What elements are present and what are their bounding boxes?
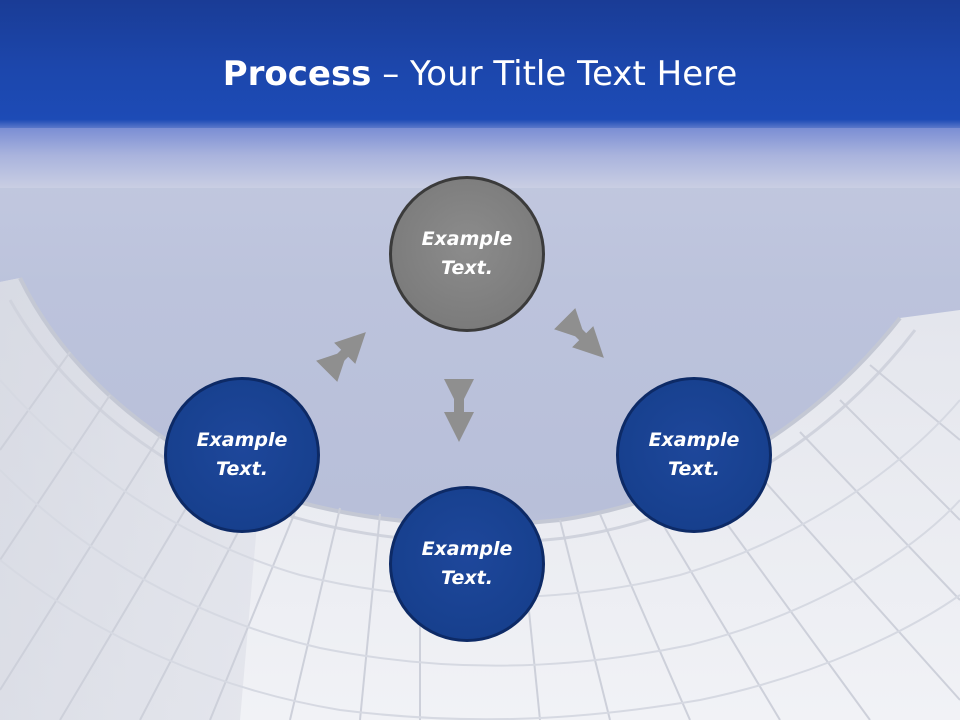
process-node-left-text: Example Text. (196, 429, 288, 480)
title-banner (0, 0, 960, 130)
process-node-right-text: Example Text. (648, 429, 740, 480)
process-node-top-text: Example Text. (421, 228, 513, 279)
process-node-top[interactable]: Example Text. (389, 176, 545, 332)
process-node-right[interactable]: Example Text. (616, 377, 772, 533)
process-node-bottom[interactable]: Example Text. (389, 486, 545, 642)
process-node-bottom-text: Example Text. (421, 538, 513, 589)
process-node-left[interactable]: Example Text. (164, 377, 320, 533)
title-rest-part: – Your Title Text Here (371, 54, 738, 94)
slide-title: Process – Your Title Text Here (0, 52, 960, 96)
title-bold-part: Process (222, 54, 372, 94)
